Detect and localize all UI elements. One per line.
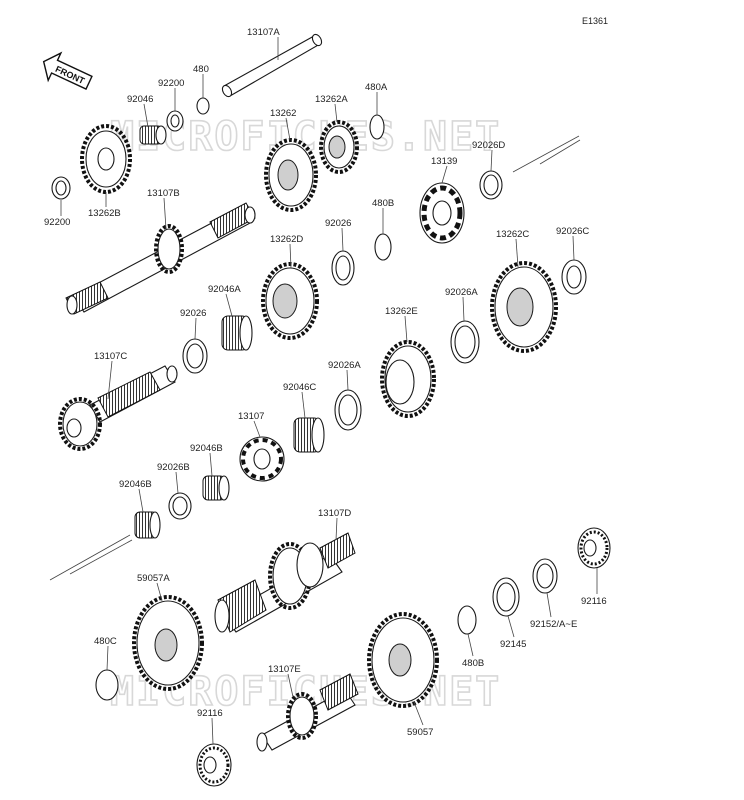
- leader-lines: [60, 37, 598, 745]
- circlip-480-top: [196, 97, 210, 115]
- washer-92200-top: [166, 110, 184, 132]
- label-92026D: 92026D: [472, 140, 505, 151]
- circlip-480A: [369, 114, 385, 140]
- label-13107: 13107: [238, 411, 264, 422]
- washer-92200-left: [51, 176, 71, 200]
- label-13107A: 13107A: [247, 27, 280, 38]
- label-92145: 92145: [500, 639, 526, 650]
- bearing-92046B-left: [134, 511, 161, 539]
- diagram-code: E1361: [582, 16, 608, 26]
- hub-13107: [239, 436, 285, 482]
- gear-13262: [264, 138, 318, 212]
- label-92026-left: 92026: [180, 308, 206, 319]
- label-92116-low: 92116: [197, 708, 223, 719]
- label-92046B-mid: 92046B: [190, 443, 223, 454]
- label-92046C: 92046C: [283, 382, 316, 393]
- circlip-480C: [95, 669, 119, 701]
- circlip-480B-mid: [374, 233, 392, 261]
- label-92200-top: 92200: [158, 78, 184, 89]
- label-13139: 13139: [431, 156, 457, 167]
- label-13262B: 13262B: [88, 208, 121, 219]
- shaft-13107E: [256, 673, 359, 752]
- label-92026B: 92026B: [157, 462, 190, 473]
- label-92026A-mid: 92026A: [328, 360, 361, 371]
- label-92046A: 92046A: [208, 284, 241, 295]
- label-13262A: 13262A: [315, 94, 348, 105]
- gear-13262B: [80, 124, 132, 194]
- label-92026-mid: 92026: [325, 218, 351, 229]
- bearing-92046B-mid: [202, 475, 230, 501]
- label-13107D: 13107D: [318, 508, 351, 519]
- label-92046-top: 92046: [127, 94, 153, 105]
- shaft-13107D: [214, 532, 356, 633]
- gear-13262C: [490, 261, 558, 353]
- gear-59057A: [132, 595, 204, 691]
- label-13107C: 13107C: [94, 351, 127, 362]
- label-59057: 59057: [407, 727, 433, 738]
- label-92026C: 92026C: [556, 226, 589, 237]
- gear-13262D: [261, 262, 319, 340]
- label-92046B-left: 92046B: [119, 479, 152, 490]
- label-92026A-right: 92026A: [445, 287, 478, 298]
- washer-92026A-right: [450, 320, 480, 364]
- shifter-13139: [419, 182, 465, 244]
- shaft-13107C: [58, 365, 178, 451]
- washer-92026-left: [182, 338, 208, 374]
- front-arrow-icon: FRONT: [42, 51, 93, 90]
- bearing-92116-low: [196, 743, 232, 787]
- label-13262C: 13262C: [496, 229, 529, 240]
- gear-59057: [367, 612, 439, 708]
- label-480B-low: 480B: [462, 658, 484, 669]
- bearing-92046-top: [139, 125, 167, 145]
- washer-92026A-mid: [334, 389, 362, 431]
- shim-92152: [532, 558, 558, 594]
- washer-92026B: [168, 492, 192, 520]
- washer-92145: [492, 577, 520, 617]
- bearing-92046A: [221, 315, 253, 351]
- label-92152: 92152/A~E: [530, 619, 577, 630]
- label-480B-mid: 480B: [372, 198, 394, 209]
- washer-92026C: [561, 259, 587, 295]
- shaft-13107B: [65, 202, 256, 315]
- gear-13262A: [319, 120, 359, 174]
- shaft-13107A: [221, 33, 323, 98]
- label-480A: 480A: [365, 82, 388, 93]
- bearing-92116-right: [577, 527, 611, 569]
- label-13107B: 13107B: [147, 188, 180, 199]
- washer-92026-mid: [331, 250, 355, 286]
- label-92116-right: 92116: [581, 596, 607, 607]
- label-13107E: 13107E: [268, 664, 301, 675]
- label-13262: 13262: [270, 108, 296, 119]
- label-13262D: 13262D: [270, 234, 303, 245]
- label-59057A: 59057A: [137, 573, 170, 584]
- gear-13262E: [380, 340, 436, 418]
- washer-92026D: [479, 170, 503, 200]
- circlip-480B-low: [457, 605, 477, 635]
- bearing-92046C: [293, 417, 325, 453]
- label-480-top: 480: [193, 64, 209, 75]
- label-13262E: 13262E: [385, 306, 418, 317]
- label-480C: 480C: [94, 636, 117, 647]
- label-92200-left: 92200: [44, 217, 70, 228]
